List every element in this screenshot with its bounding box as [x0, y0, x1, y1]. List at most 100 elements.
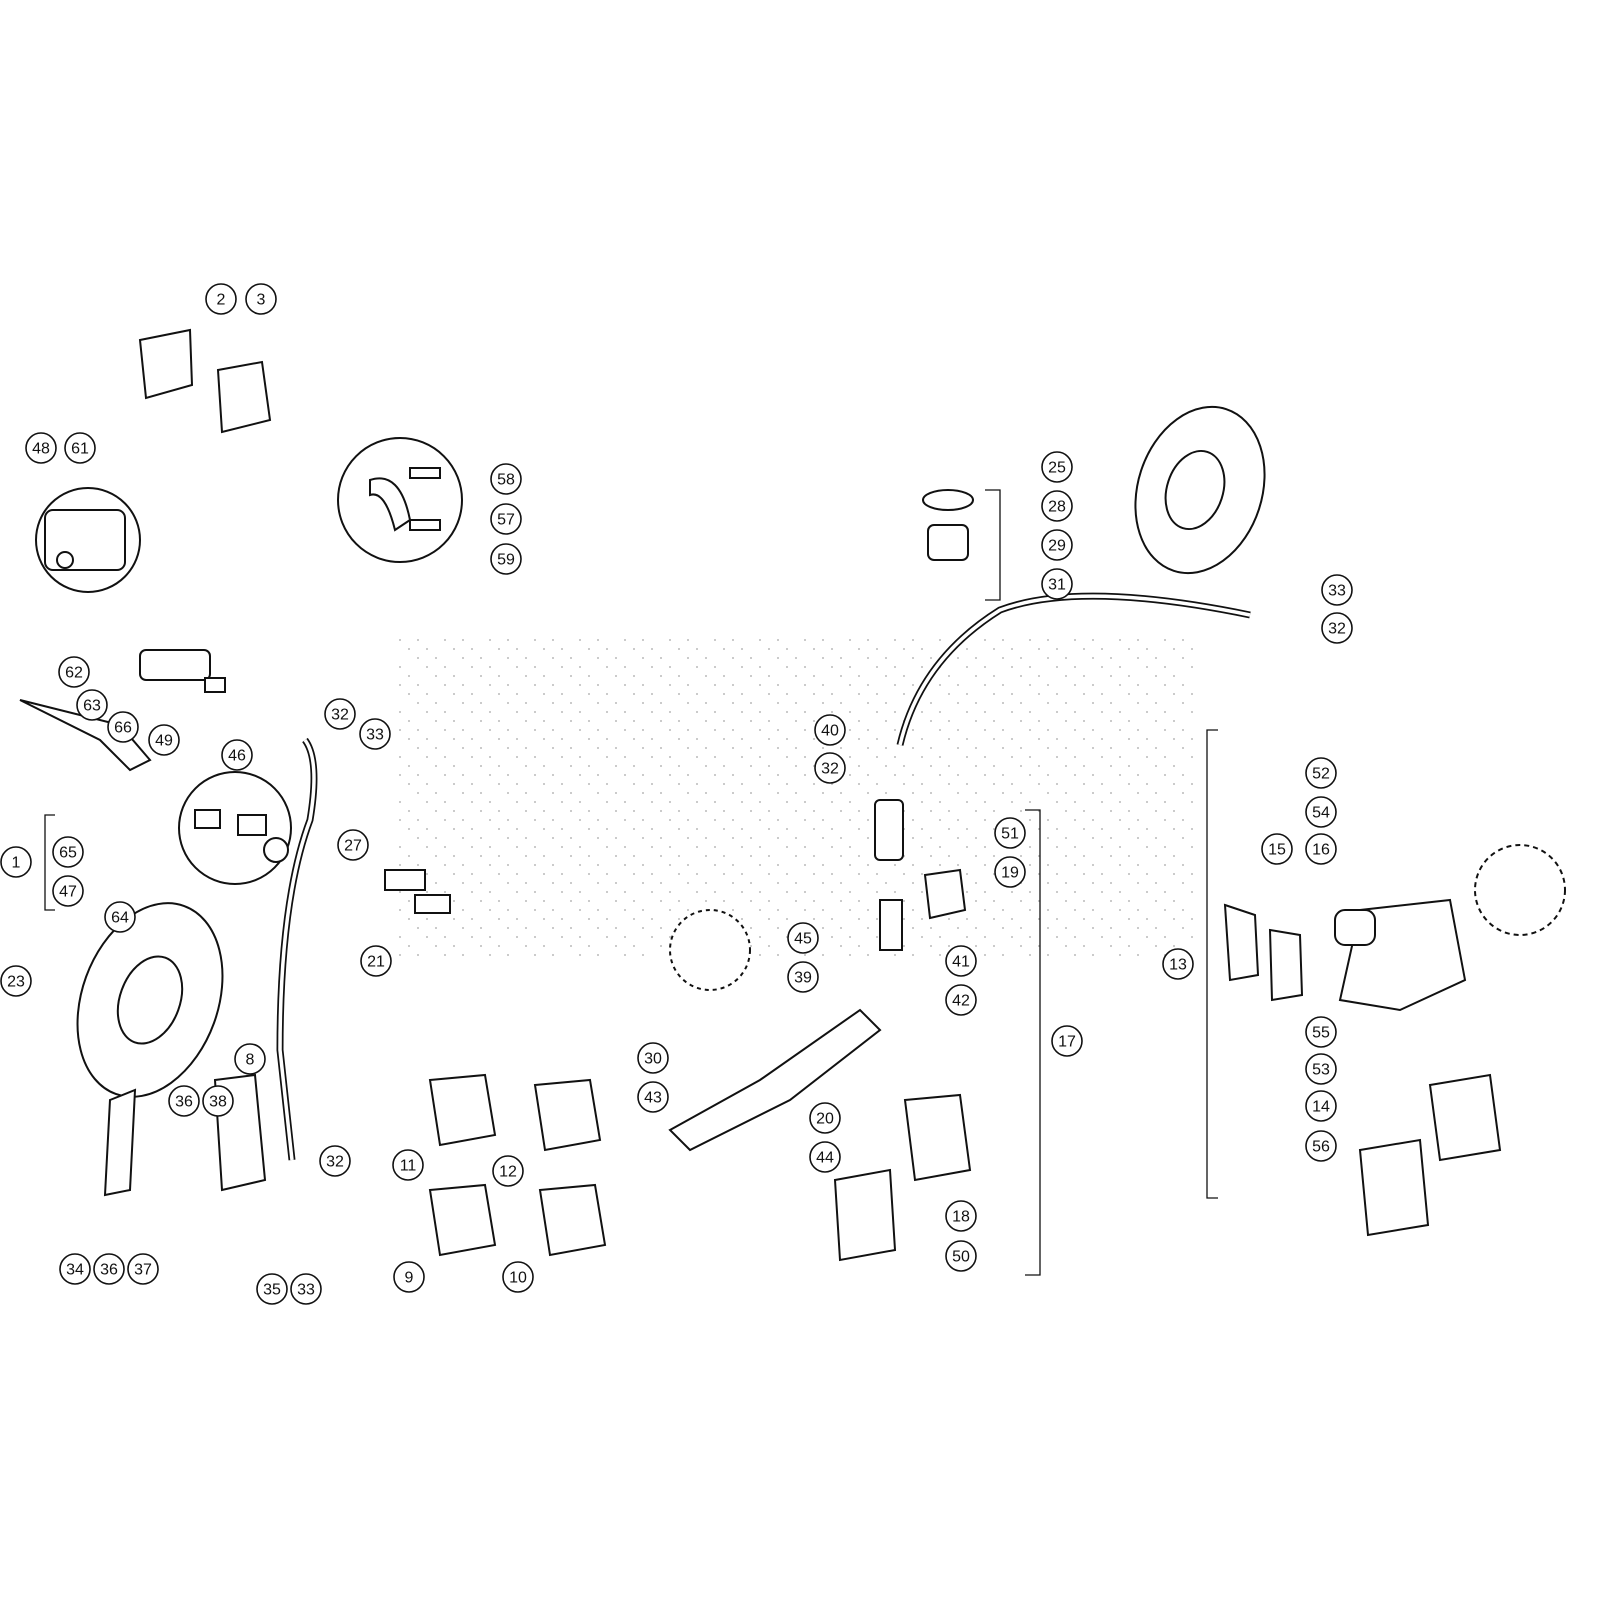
callout-43: 43 [637, 1081, 669, 1113]
callout-circle [1305, 1090, 1337, 1122]
callout-number: 25 [1048, 460, 1066, 477]
piston-detail-circle [178, 771, 292, 885]
callout-61: 61 [64, 432, 96, 464]
callout-circle [234, 1043, 266, 1075]
callout-57: 57 [490, 503, 522, 535]
callout-23: 23 [0, 965, 32, 997]
callout-circle [1305, 1053, 1337, 1085]
callout-number: 59 [497, 552, 515, 569]
callout-circle [64, 432, 96, 464]
callout-circle [1162, 948, 1194, 980]
callout-number: 32 [1328, 621, 1346, 638]
callout-circle [814, 752, 846, 784]
callout-17: 17 [1051, 1025, 1083, 1057]
callout-number: 16 [1312, 842, 1330, 859]
callout-circle [319, 1145, 351, 1177]
reservoir-detail-circle [35, 487, 141, 593]
callout-number: 23 [7, 974, 25, 991]
callout-circle [1051, 1025, 1083, 1057]
callout-number: 52 [1312, 766, 1330, 783]
callout-circle [994, 817, 1026, 849]
callout-number: 58 [497, 472, 515, 489]
callout-circle [490, 463, 522, 495]
callout-number: 2 [217, 292, 226, 309]
callout-40: 40 [814, 714, 846, 746]
rear-caliper [1223, 844, 1566, 1012]
callout-circle [290, 1273, 322, 1305]
callout-circle [637, 1042, 669, 1074]
callout-18: 18 [945, 1200, 977, 1232]
callout-2: 2 [205, 283, 237, 315]
clip-21 [384, 869, 451, 914]
callout-number: 63 [83, 698, 101, 715]
callout-circle [945, 1240, 977, 1272]
callout-number: 62 [65, 665, 83, 682]
callout-number: 1 [12, 855, 21, 872]
brake-bag-3 [216, 360, 272, 434]
callout-38: 38 [202, 1085, 234, 1117]
callout-number: 56 [1312, 1139, 1330, 1156]
callout-circle [814, 714, 846, 746]
callout-19: 19 [994, 856, 1026, 888]
callout-circle [392, 1149, 424, 1181]
callout-49: 49 [148, 724, 180, 756]
callout-circle [25, 432, 57, 464]
callout-27: 27 [337, 829, 369, 861]
callout-50: 50 [945, 1240, 977, 1272]
callout-32: 32 [814, 752, 846, 784]
callout-circle [324, 698, 356, 730]
callout-51: 51 [994, 817, 1026, 849]
callout-number: 45 [794, 931, 812, 948]
callout-63: 63 [76, 689, 108, 721]
callout-32: 32 [319, 1145, 351, 1177]
front-hose-27 [276, 737, 318, 1161]
callout-number: 54 [1312, 805, 1330, 822]
callout-36: 36 [168, 1085, 200, 1117]
clamp-detail-circle [337, 437, 463, 563]
callout-circle [637, 1081, 669, 1113]
callout-33: 33 [290, 1273, 322, 1305]
callout-11: 11 [392, 1149, 424, 1181]
callout-number: 10 [509, 1270, 527, 1287]
callout-circle [1321, 612, 1353, 644]
callout-number: 40 [821, 723, 839, 740]
callout-number: 21 [367, 954, 385, 971]
callout-circle [52, 875, 84, 907]
callout-circle [1041, 568, 1073, 600]
callout-number: 30 [644, 1051, 662, 1068]
callout-36: 36 [93, 1253, 125, 1285]
callout-circle [1041, 529, 1073, 561]
callout-number: 33 [366, 727, 384, 744]
callout-circle [1305, 1130, 1337, 1162]
callout-12: 12 [492, 1155, 524, 1187]
callout-circle [994, 856, 1026, 888]
callout-circle [1261, 833, 1293, 865]
callout-number: 32 [331, 707, 349, 724]
callout-circle [59, 1253, 91, 1285]
callout-circle [245, 283, 277, 315]
callout-3: 3 [245, 283, 277, 315]
callout-number: 51 [1001, 826, 1019, 843]
callout-number: 37 [134, 1262, 152, 1279]
callout-circle [492, 1155, 524, 1187]
callout-number: 55 [1312, 1025, 1330, 1042]
callout-number: 38 [209, 1094, 227, 1111]
callout-circle [502, 1261, 534, 1293]
callout-64: 64 [104, 901, 136, 933]
callout-circle [359, 718, 391, 750]
callout-circle [0, 965, 32, 997]
callout-13: 13 [1162, 948, 1194, 980]
callout-30: 30 [637, 1042, 669, 1074]
callout-21: 21 [360, 945, 392, 977]
callout-42: 42 [945, 984, 977, 1016]
callout-circle [809, 1102, 841, 1134]
rear-master-cylinder [874, 799, 904, 951]
callout-9: 9 [393, 1261, 425, 1293]
callout-circle [337, 829, 369, 861]
callout-circle [52, 836, 84, 868]
callout-number: 8 [246, 1052, 255, 1069]
callout-number: 33 [1328, 583, 1346, 600]
callout-32: 32 [324, 698, 356, 730]
